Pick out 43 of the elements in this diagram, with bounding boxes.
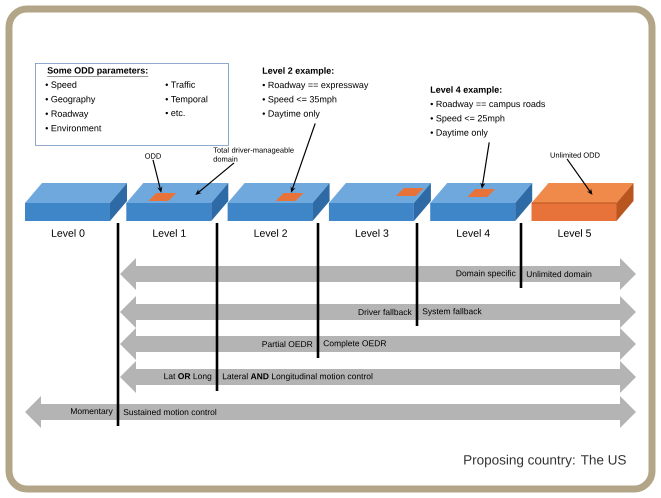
list-heading: Some ODD parameters: — [47, 67, 148, 77]
odd-patch — [276, 193, 304, 201]
slab: Level 1 — [126, 183, 228, 237]
node-label: Level 4 — [457, 229, 490, 237]
slab: Level 0 — [25, 183, 127, 237]
band-label: System fallback — [422, 308, 482, 316]
bullet-item: • Roadway == campus roads — [430, 100, 546, 109]
example-heading: Level 2 example: — [262, 67, 334, 76]
node-label: Level 3 — [356, 229, 388, 237]
slab: Level 4 — [430, 183, 532, 237]
example-heading: Level 4 example: — [430, 86, 502, 95]
bullet-item: • Daytime only — [430, 129, 488, 138]
odd-patch — [467, 189, 496, 197]
bullet-item: • Speed — [46, 81, 76, 90]
bullet-item: • Roadway — [46, 110, 88, 119]
bullet-item: • Geography — [46, 96, 96, 104]
band-label: Sustained motion control — [124, 408, 216, 416]
node-label: Level 0 — [52, 229, 84, 237]
bullet-item: • Roadway == expressway — [262, 82, 368, 90]
band-label: Driver fallback — [358, 308, 412, 316]
bullet-item: • etc. — [166, 110, 185, 116]
bullet-item: • Environment — [46, 124, 102, 132]
bullet-item: • Daytime only — [262, 110, 320, 118]
slab: Level 5 — [531, 183, 634, 237]
slab: Level 2 — [228, 183, 330, 237]
band-label: Lat OR Long — [164, 373, 212, 381]
band-label: Momentary — [70, 408, 113, 416]
band-label: Domain specific — [456, 270, 516, 278]
band-label: Unlimited domain — [526, 270, 592, 278]
odd-patch — [396, 188, 424, 196]
node-label: Level 5 — [558, 229, 591, 237]
slab: Level 3 — [328, 183, 431, 237]
bullet-item: • Traffic — [166, 81, 196, 88]
bullet-item: • Speed <= 25mph — [430, 114, 504, 124]
bullet-item: • Speed <= 35mph — [262, 96, 336, 104]
node-label: Level 1 — [153, 229, 186, 237]
node-label: Level 2 — [254, 229, 287, 237]
caption-text: Proposing country: The US — [464, 454, 626, 468]
bullet-item: • Temporal — [166, 96, 208, 104]
band-label: Lateral AND Longitudinal motion control — [222, 373, 372, 381]
band-label: Partial OEDR — [262, 340, 312, 348]
band-label: Complete OEDR — [324, 340, 386, 348]
odd-patch — [148, 193, 176, 201]
